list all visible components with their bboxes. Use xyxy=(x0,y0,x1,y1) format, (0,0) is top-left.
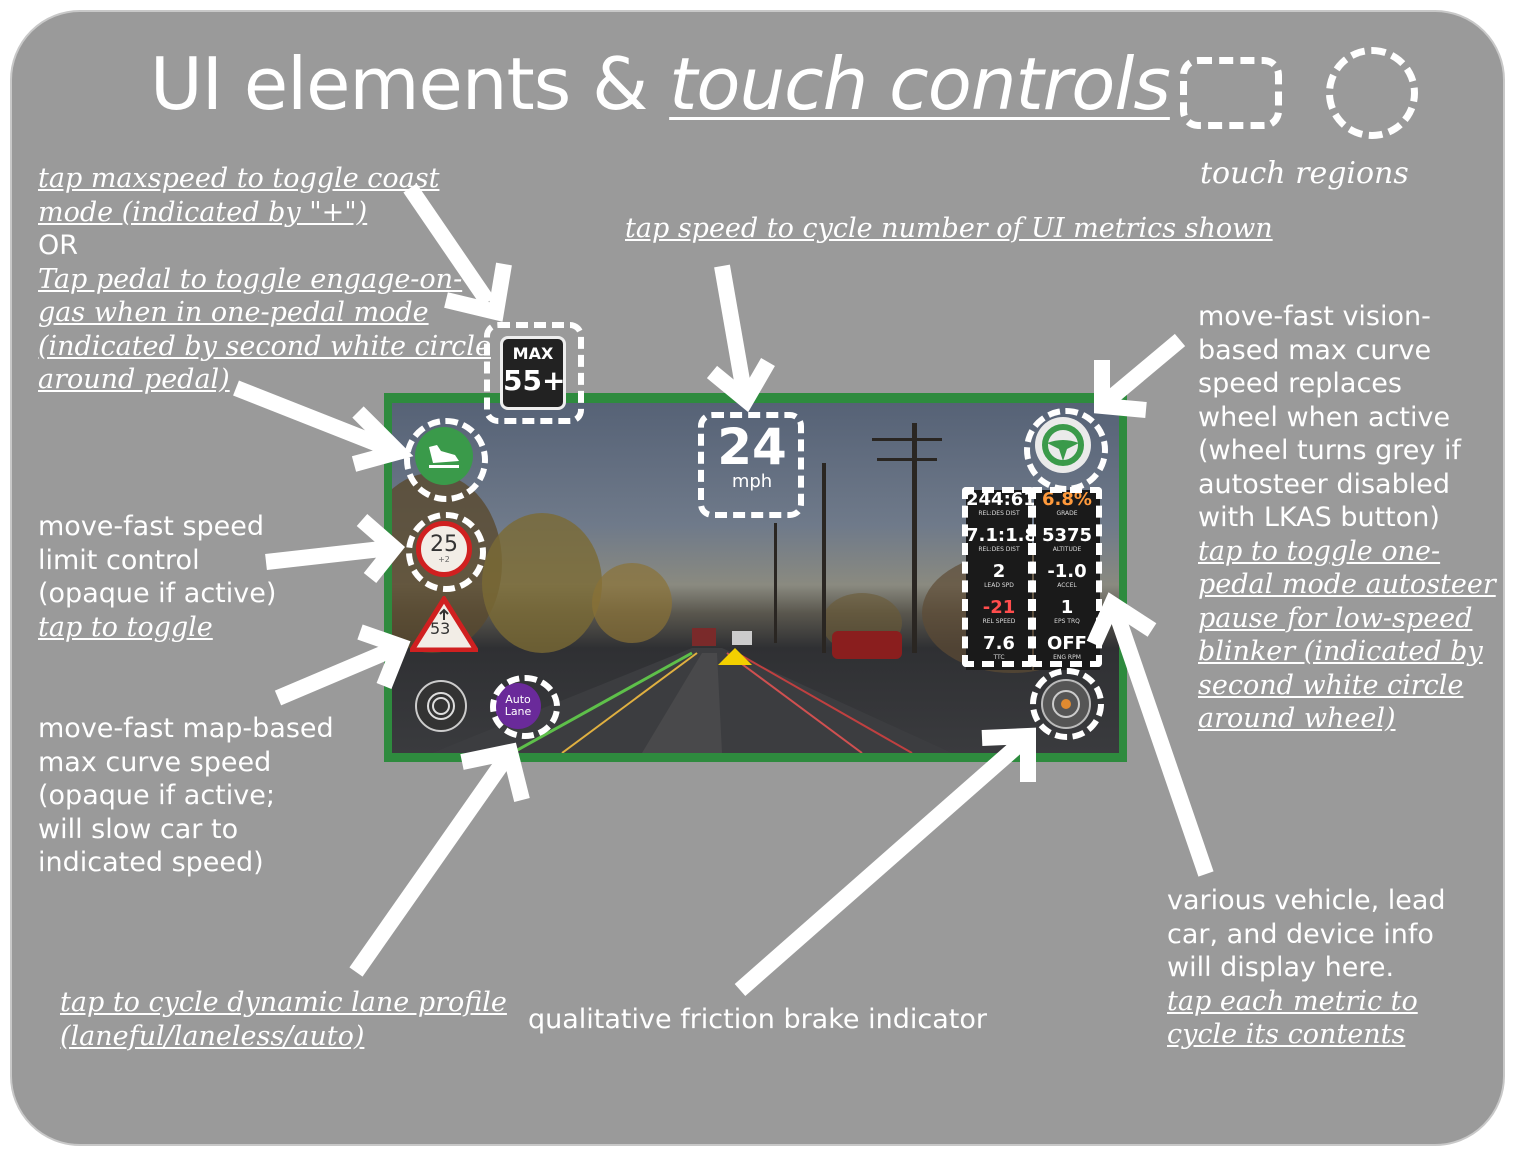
metric-value: 7.1:1.8 xyxy=(966,525,1037,546)
metric-label: GRADE xyxy=(1056,510,1078,517)
current-speed[interactable]: 24 mph xyxy=(710,421,794,491)
metric-label: TTC xyxy=(993,654,1005,661)
metric-value: 1 xyxy=(1060,597,1074,618)
arrow-brake xyxy=(734,735,1028,997)
metric-value: -21 xyxy=(982,597,1016,618)
note-map-curve: move-fast map-based max curve speed (opa… xyxy=(38,713,334,878)
note-vision-curve: move-fast vision- based max curve speed … xyxy=(1198,301,1496,734)
arrow-map-curve xyxy=(274,640,400,706)
arrowhead-speed-limit xyxy=(356,513,406,583)
page-title: UI elements & touch controls xyxy=(150,42,1171,126)
metric-label: EPS TRQ xyxy=(1054,618,1080,625)
arrow-speed-limit xyxy=(265,540,391,570)
legend-rounded-rect-region xyxy=(1180,57,1282,129)
metric-label: REL SPEED xyxy=(982,618,1016,625)
arrowhead-brake xyxy=(981,727,1036,782)
metric-cell[interactable]: 6.8%GRADE xyxy=(1034,490,1100,526)
arrowhead-maxspeed xyxy=(444,262,512,322)
note-maxspeed: tap maxspeed to toggle coast mode (indic… xyxy=(38,163,491,395)
note-vehicle-info: various vehicle, lead car, and device in… xyxy=(1167,885,1446,1050)
arrowhead-map-curve xyxy=(357,624,411,689)
metric-value: 2 xyxy=(992,561,1006,582)
metric-label: ENG RPM xyxy=(1053,654,1081,661)
speed-unit: mph xyxy=(731,471,773,492)
arrow-vehicle-info xyxy=(1108,609,1214,877)
metric-label: REL:DES DIST xyxy=(978,510,1020,517)
arrow-vision-curve xyxy=(1100,333,1186,409)
legend-circle-region xyxy=(1326,47,1418,139)
speed-value: 24 xyxy=(717,418,787,476)
metric-value: 244:61 xyxy=(966,489,1036,510)
metric-value: OFF xyxy=(1047,633,1087,654)
arrow-pedal xyxy=(233,380,391,456)
note-speed-tap: tap speed to cycle number of UI metrics … xyxy=(625,213,1273,244)
legend-label: touch regions xyxy=(1200,156,1409,191)
arrow-speed xyxy=(714,264,752,394)
touch-zone-friction-brake xyxy=(1030,668,1104,740)
arrowhead-speed xyxy=(706,357,775,413)
arrowhead-vision-curve xyxy=(1094,360,1147,418)
curve-speed-value: 53 xyxy=(430,619,451,638)
metric-value: 5375 xyxy=(1041,525,1093,546)
metric-label: ACCEL xyxy=(1057,582,1077,589)
max-speed-box[interactable]: MAX 55+ xyxy=(500,336,566,410)
metric-label: LEAD SPD xyxy=(984,582,1014,589)
arrowhead-vehicle-info xyxy=(1086,592,1157,648)
metric-value: -1.0 xyxy=(1047,561,1087,582)
note-lane-profile: tap to cycle dynamic lane profile (lanef… xyxy=(60,987,507,1052)
max-speed-label: MAX xyxy=(512,344,554,363)
arrowhead-lane-profile xyxy=(460,742,530,802)
arrow-maxspeed xyxy=(403,183,495,307)
note-brake: qualitative friction brake indicator xyxy=(528,1004,987,1035)
touch-zone-auto-lane xyxy=(490,675,560,739)
metric-value: 6.8% xyxy=(1042,489,1092,510)
touch-zone-maxspeed xyxy=(484,322,584,424)
metric-value: 7.6 xyxy=(983,633,1015,654)
arrow-lane-profile xyxy=(349,753,513,977)
touch-zone-speed-limit xyxy=(406,512,486,592)
wheel-brake-icon xyxy=(415,680,467,732)
touch-zone-pedal xyxy=(404,418,488,502)
arrowhead-pedal xyxy=(351,406,414,472)
max-speed-value: 55+ xyxy=(503,364,566,397)
curve-warning-icon[interactable] xyxy=(410,596,478,652)
touch-zone-speed xyxy=(698,412,804,518)
note-speed-limit: move-fast speed limit control (opaque if… xyxy=(38,511,277,643)
metric-label: ALTITUDE xyxy=(1052,546,1082,553)
touch-zone-metrics-right xyxy=(1030,487,1102,667)
metric-label: REL:DES DIST xyxy=(978,546,1020,553)
